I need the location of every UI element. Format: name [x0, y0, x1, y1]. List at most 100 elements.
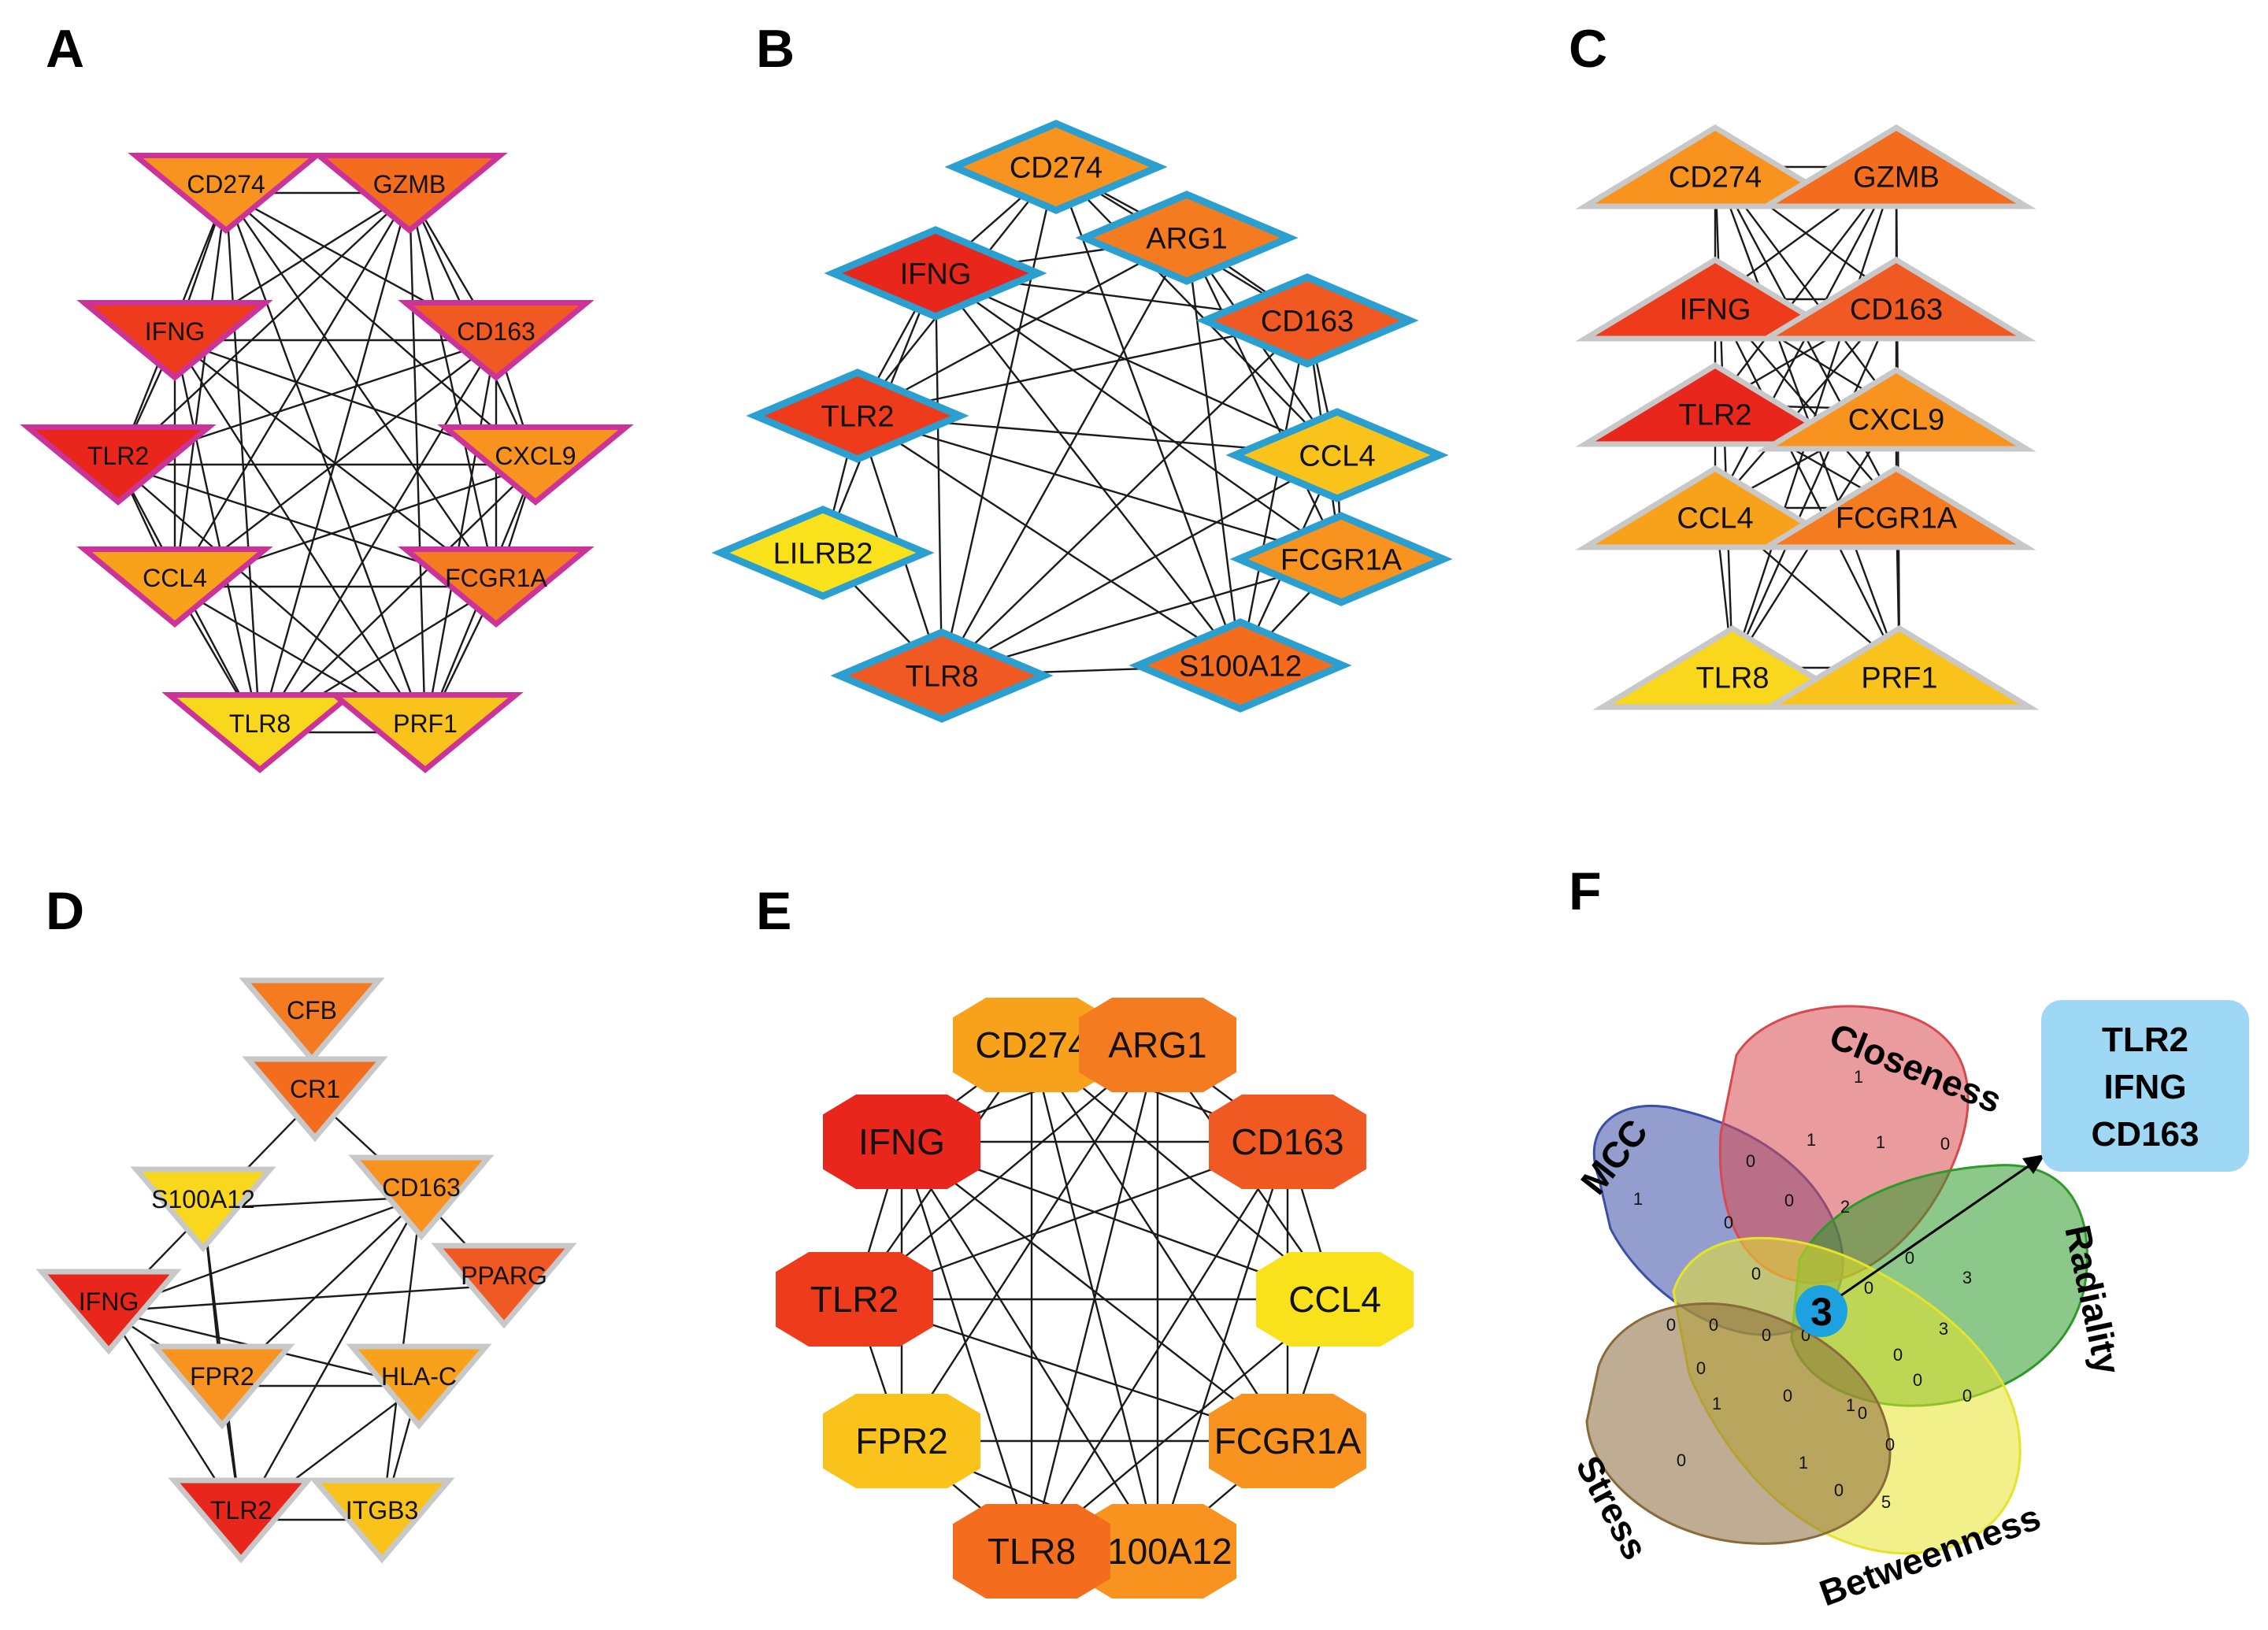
node-cd163: CD163	[1756, 256, 2036, 342]
node-shape	[776, 1252, 933, 1347]
venn-count: 0	[1905, 1248, 1914, 1268]
node-label: CCL4	[1299, 439, 1375, 472]
node-label: IFNG	[1680, 293, 1751, 326]
node-cd274: CD274	[953, 998, 1110, 1092]
venn-count: 0	[1913, 1370, 1922, 1390]
node-shape	[1209, 1095, 1366, 1189]
panel-letter-b: B	[756, 19, 795, 79]
network-edge	[1185, 237, 1343, 560]
network-edge	[225, 192, 497, 587]
venn-count: 0	[1677, 1450, 1686, 1470]
node-shape	[76, 546, 273, 628]
node-shape	[1225, 408, 1449, 502]
node-ccl4: CCL4	[1256, 1252, 1414, 1347]
node-lilrb2: LILRB2	[711, 506, 935, 600]
venn-count: 0	[1783, 1386, 1792, 1406]
venn-count: 0	[1858, 1403, 1867, 1423]
network-edge	[173, 339, 427, 733]
node-shape	[309, 1477, 455, 1564]
node-label: GZMB	[373, 170, 446, 198]
node-label: CD274	[1010, 151, 1102, 184]
network-edge	[935, 272, 1241, 666]
node-label: PRF1	[393, 709, 458, 738]
node-label: FCGR1A	[1214, 1421, 1362, 1461]
node-label: CD163	[1850, 293, 1943, 326]
node-label: TLR8	[906, 660, 979, 693]
network-edge	[900, 1141, 1033, 1552]
venn-count: 0	[1784, 1191, 1794, 1210]
node-s100a12: S100A12	[1128, 618, 1352, 713]
node-cd274: CD274	[1575, 124, 1855, 209]
network-edge	[408, 192, 498, 587]
node-prf1: PRF1	[1759, 624, 2040, 710]
network-edge	[1030, 1141, 1289, 1552]
node-shape	[1756, 124, 2036, 209]
node-label: CFB	[287, 996, 337, 1024]
node-ifng: IFNG	[76, 300, 273, 382]
network-edge	[108, 1284, 505, 1313]
venn-set-stress	[1585, 1302, 1892, 1545]
venn-count: 2	[1840, 1197, 1850, 1217]
venn-count: 0	[1709, 1315, 1718, 1335]
node-fcgr1a: FCGR1A	[1756, 465, 2036, 550]
node-shape	[348, 1154, 495, 1241]
node-cxcl9: CXCL9	[1756, 366, 2036, 452]
node-label: IFNG	[858, 1121, 945, 1162]
venn-count: 0	[1751, 1264, 1761, 1284]
node-shape	[953, 998, 1110, 1092]
node-arg1: ARG1	[1075, 191, 1299, 285]
node-shape	[746, 369, 969, 463]
node-label: TLR2	[1679, 398, 1752, 432]
node-tlr2: TLR2	[746, 369, 969, 463]
node-label: CD163	[1261, 305, 1354, 338]
node-shape	[20, 424, 217, 506]
node-shape	[1575, 124, 1855, 209]
panel-letter-a: A	[46, 19, 84, 79]
node-label: TLR8	[1696, 661, 1770, 695]
network-edge	[1185, 237, 1242, 666]
venn-count: 1	[1799, 1453, 1808, 1473]
callout-gene-2: IFNG	[2103, 1068, 2186, 1106]
network-edge	[239, 1196, 423, 1521]
edge-group	[117, 191, 537, 734]
node-shape	[823, 1394, 980, 1488]
node-label: CD163	[382, 1173, 461, 1202]
venn-center-badge	[1796, 1285, 1847, 1337]
node-cd163: CD163	[1209, 1095, 1366, 1189]
node-label: HLA-C	[381, 1362, 457, 1391]
node-tlr2: TLR2	[168, 1477, 314, 1564]
node-tlr2: TLR2	[1575, 361, 1855, 447]
node-label: PPARG	[461, 1261, 547, 1290]
network-edge	[940, 166, 1058, 676]
node-shape	[1209, 1394, 1366, 1488]
venn-count: 0	[1940, 1134, 1950, 1154]
venn-count: 1	[1854, 1067, 1863, 1087]
node-cxcl9: CXCL9	[437, 424, 634, 506]
node-label: FCGR1A	[1836, 502, 1958, 535]
node-cr1: CR1	[242, 1056, 388, 1143]
node-label: IFNG	[145, 317, 205, 346]
venn-count: 1	[1712, 1394, 1721, 1413]
venn-count: 0	[1962, 1386, 1972, 1406]
node-shape	[168, 1477, 314, 1564]
node-shape	[1195, 273, 1419, 368]
node-label: CXCL9	[1848, 403, 1945, 436]
node-label: FCGR1A	[445, 564, 547, 592]
node-shape	[311, 153, 508, 235]
network-edge	[224, 192, 261, 733]
network-edge	[940, 237, 1188, 676]
node-shape	[1759, 624, 2040, 710]
network-edge	[941, 320, 1308, 676]
node-label: CD274	[1669, 161, 1762, 194]
network-edge	[857, 414, 1241, 667]
node-label: PRF1	[1861, 661, 1937, 695]
node-label: FCGR1A	[1280, 543, 1403, 576]
node-label: S100A12	[1179, 650, 1302, 683]
node-shape	[239, 977, 385, 1064]
node-shape	[1128, 618, 1352, 713]
